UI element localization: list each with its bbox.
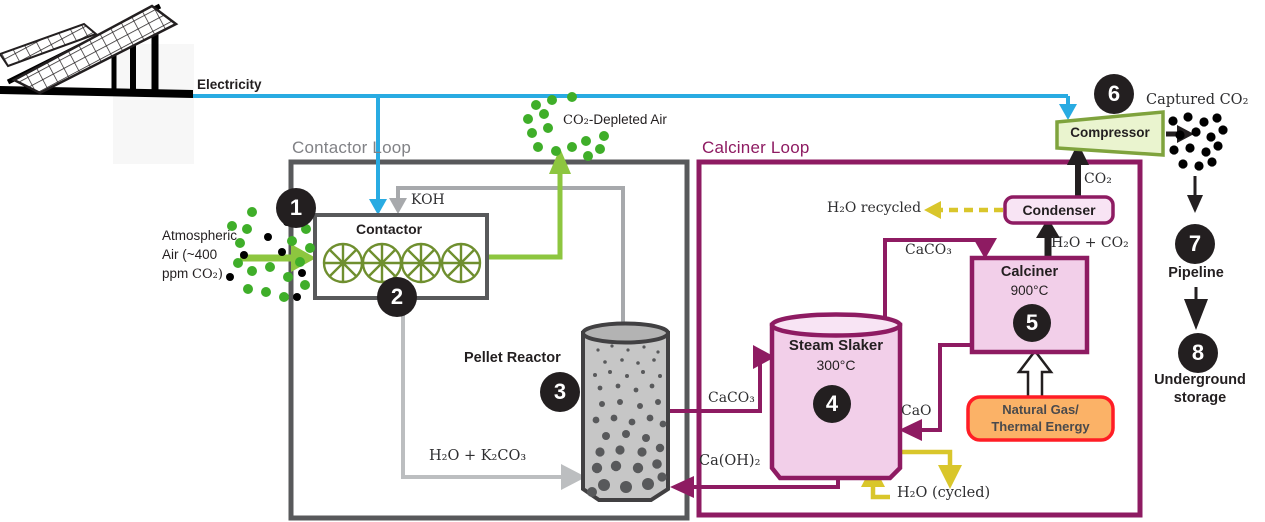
- condenser-title: Condenser: [1022, 202, 1096, 218]
- h2o-cycled-out-arrow: [938, 465, 962, 489]
- steam-slaker-temp: 300°C: [816, 357, 856, 374]
- thermal-energy-arrow: [1016, 348, 1054, 400]
- calciner-loop-label: Calciner Loop: [702, 138, 810, 157]
- calciner-title: Calciner: [1000, 264, 1059, 280]
- condenser-vessel: [1003, 195, 1115, 225]
- underground-storage-line2: storage: [1173, 390, 1227, 406]
- co2-label: CO₂: [1084, 171, 1112, 187]
- natural-gas-label: Natural Gas/ Thermal Energy: [968, 401, 1113, 435]
- caco3-to-slaker-arrow: [753, 345, 775, 369]
- natural-gas-line1: Natural Gas/: [1002, 402, 1079, 417]
- h2o-recycled-label: H₂O recycled: [827, 200, 922, 216]
- cao-line: [921, 343, 972, 432]
- atmospheric-air-line2: Air (~400: [162, 247, 218, 262]
- contactor-fan-icons: [322, 242, 482, 284]
- co2-to-compressor-arrow: [1067, 143, 1089, 165]
- step-badge-2: 2: [377, 277, 417, 317]
- caoh2-arrow: [670, 476, 694, 498]
- pellet-reactor-title: Pellet Reactor: [464, 350, 561, 366]
- step-badge-7: 7: [1175, 224, 1215, 264]
- calciner-label: Calciner 900°C: [972, 264, 1087, 298]
- depleted-air-line: [487, 172, 563, 260]
- pellet-dots: [587, 344, 667, 497]
- step-badge-3: 3: [540, 372, 580, 412]
- caco3-to-calciner-arrow: [973, 238, 997, 259]
- h2o-k2co3-line: [401, 298, 563, 479]
- koh-arrow: [389, 198, 407, 214]
- natural-gas-line2: Thermal Energy: [991, 419, 1090, 434]
- solar-panel-icon: [0, 3, 193, 98]
- steam-slaker-label: Steam Slaker 300°C: [772, 337, 900, 373]
- h2o-k2co3-arrow: [561, 464, 586, 490]
- h2o-k2co3-label: H₂O + K₂CO₃: [429, 448, 527, 464]
- atmospheric-air-line1: Atmospheric: [162, 228, 238, 243]
- cao-label: CaO: [901, 403, 932, 419]
- h2o-co2-arrow: [1036, 218, 1060, 238]
- step-badge-1: 1: [276, 188, 316, 228]
- atmospheric-air-label: Atmospheric Air (~400 ppm CO₂): [162, 226, 237, 284]
- captured-co2-label: Captured CO₂: [1146, 92, 1249, 108]
- koh-label: KOH: [411, 192, 445, 208]
- pipeline-to-storage-arrow: [1184, 299, 1208, 330]
- calciner-loop-box: [696, 159, 1143, 518]
- step-badge-6: 6: [1094, 74, 1134, 114]
- caco3-to-calciner-label: CaCO₃: [905, 242, 952, 258]
- depleted-air-dots: [523, 92, 609, 161]
- atmospheric-air-line3: ppm CO₂): [162, 266, 223, 282]
- pellet-reactor-vessel: [581, 321, 670, 502]
- depleted-air-arrow: [549, 148, 571, 174]
- pipeline-label: Pipeline: [1168, 265, 1224, 281]
- contactor-loop-box: [288, 159, 690, 521]
- h2o-co2-label: H₂O + CO₂: [1051, 235, 1129, 251]
- captured-co2-dots: [1168, 112, 1228, 171]
- underground-storage-label: Underground storage: [1137, 371, 1263, 407]
- h2o-cycled-label: H₂O (cycled): [897, 485, 991, 501]
- contactor-unit: [313, 213, 489, 300]
- underground-storage-line1: Underground: [1154, 372, 1246, 388]
- co2-depleted-air-label: CO₂-Depleted Air: [563, 112, 667, 128]
- h2o-recycled-arrow: [924, 201, 941, 219]
- step-badge-4: 4: [813, 385, 851, 423]
- caoh2-label: Ca(OH)₂: [699, 453, 761, 469]
- steam-slaker-title: Steam Slaker: [788, 337, 884, 354]
- step-badge-8: 8: [1178, 333, 1218, 373]
- h2o-cycled-return-line: [870, 484, 890, 500]
- calciner-temp: 900°C: [1010, 282, 1049, 298]
- contactor-loop-label: Contactor Loop: [292, 138, 412, 157]
- electricity-label: Electricity: [197, 77, 262, 92]
- cao-arrow: [899, 419, 922, 441]
- caco3-to-slaker-line: [668, 357, 762, 413]
- compressor-title: Compressor: [1070, 125, 1150, 140]
- contactor-title: Contactor: [356, 221, 423, 237]
- h2o-cycled-out-line: [899, 449, 953, 467]
- electricity-arrow-compressor: [1059, 104, 1077, 120]
- compressor-shape: [1055, 110, 1165, 157]
- koh-line: [396, 186, 625, 334]
- caco3-to-slaker-label: CaCO₃: [708, 390, 755, 406]
- step-badge-5: 5: [1013, 304, 1051, 342]
- natural-gas-box: [966, 395, 1115, 442]
- electricity-arrow-contactor: [369, 199, 387, 215]
- captured-to-pipeline-arrow: [1187, 195, 1203, 213]
